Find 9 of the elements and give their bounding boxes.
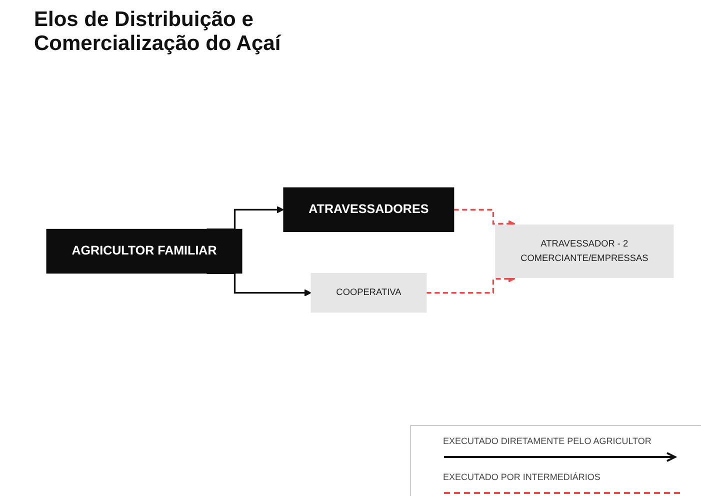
arrow: [426, 275, 516, 294]
node-box: COOPERATIVA: [310, 272, 427, 313]
arrow: [454, 208, 516, 228]
legend-label: EXECUTADO DIRETAMENTE PELO AGRICULTOR: [443, 436, 652, 446]
node-box: AGRICULTOR FAMILIAR: [46, 228, 242, 274]
node-box: ATRAVESSADOR - 2 COMERCIANTE/EMPRESSAS: [495, 224, 674, 278]
node-box: ATRAVESSADORES: [283, 187, 454, 232]
legend-label: EXECUTADO POR INTERMEDIÁRIOS: [443, 472, 600, 482]
diagram-title: Elos de Distribuição e Comercialização do Açaí: [34, 8, 282, 56]
